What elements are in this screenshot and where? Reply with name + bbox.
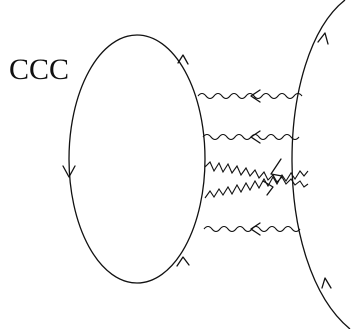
loop-arrow-bottom-right [176, 256, 190, 267]
loop-arrow-left [62, 165, 76, 178]
loop-arrow-top-right [177, 54, 189, 65]
external-arrow-bottom [321, 277, 332, 289]
photon-line-3 [204, 161, 309, 188]
photon-arrow-5 [250, 222, 261, 236]
photon-arrow-3 [270, 158, 283, 177]
photon-arrow-2 [250, 130, 261, 144]
photon-line-4 [204, 170, 309, 199]
fermion-loop [68, 34, 206, 284]
external-arrow-top [317, 32, 329, 45]
photon-arrow-4 [262, 180, 274, 196]
photon-arrow-1 [250, 89, 261, 103]
external-fermion-line [291, 0, 351, 329]
photon-line-1 [197, 92, 303, 100]
diagram-label: CCC [9, 53, 70, 86]
